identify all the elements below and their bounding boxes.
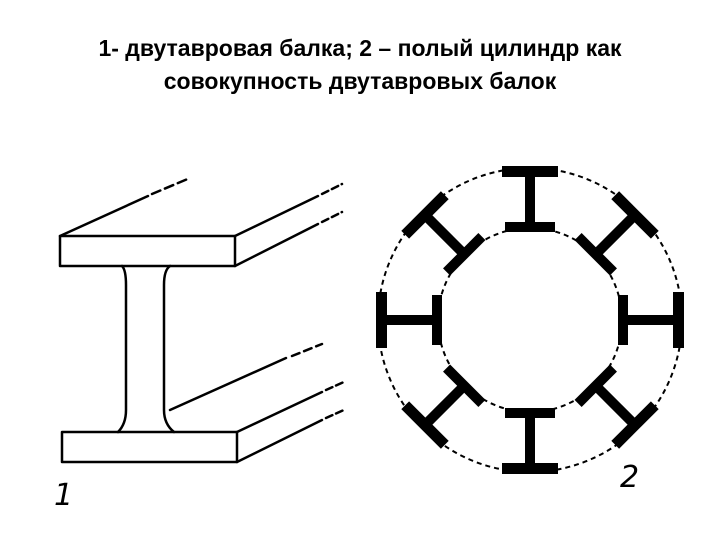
top-flange-dash-left — [150, 176, 192, 196]
bottom-flange-dash-bottom — [324, 407, 348, 420]
hollow-cylinder-drawing — [376, 166, 684, 474]
beam-web-left-edge — [116, 264, 128, 434]
cylinder-i-beam-section — [618, 292, 684, 348]
bottom-flange-front — [60, 430, 239, 464]
web-dash — [290, 342, 324, 358]
top-flange-dash-right-top — [320, 182, 344, 196]
bottom-flange-dash-top — [324, 379, 348, 392]
bottom-flange-edge-bottom — [235, 418, 324, 464]
bottom-flange-edge-top — [235, 390, 324, 434]
title-line-2: совокупность двутавровых балок — [163, 68, 557, 94]
cylinder-i-beam-section — [502, 408, 558, 474]
cylinder-i-beam-section — [401, 191, 486, 276]
label-cylinder: 2 — [620, 460, 639, 495]
top-flange-front — [58, 234, 237, 268]
cylinder-i-beam-section — [574, 191, 659, 276]
top-flange-edge-right-bottom — [233, 222, 320, 268]
slide-title: 1- двутавровая балка; 2 – полый цилиндр … — [20, 32, 700, 98]
cylinder-i-beam-section — [574, 364, 659, 449]
cylinder-i-beams — [376, 166, 684, 474]
top-flange-dash-right-bottom — [320, 210, 344, 224]
web-edge-receding — [168, 356, 288, 412]
cylinder-i-beam-section — [376, 292, 442, 348]
label-beam: 1 — [54, 478, 73, 513]
cylinder-i-beam-section — [502, 166, 558, 232]
top-flange-edge-left — [58, 194, 150, 238]
top-flange-edge-right-top — [233, 194, 320, 238]
cylinder-i-beam-section — [401, 364, 486, 449]
title-line-1: 1- двутавровая балка; 2 – полый цилиндр … — [98, 35, 622, 61]
i-beam-drawing — [58, 176, 348, 464]
beam-web-right-edge — [162, 264, 176, 434]
